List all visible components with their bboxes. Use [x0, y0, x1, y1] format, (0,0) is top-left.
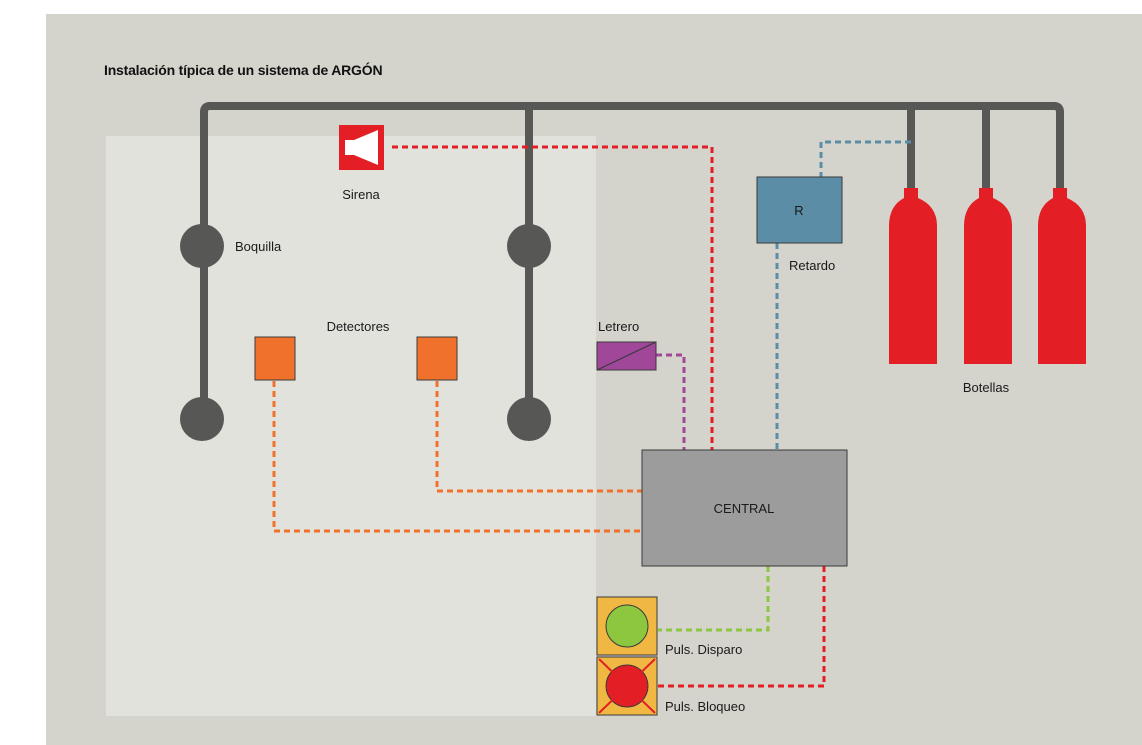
fire-button-label: Puls. Disparo	[665, 642, 742, 657]
nozzle-icon	[507, 397, 551, 441]
siren-wire	[392, 145, 714, 450]
central-panel	[641, 449, 848, 567]
detector-2	[416, 336, 458, 381]
nozzle-icon	[180, 224, 224, 268]
delay-box	[756, 176, 843, 244]
main-pipe	[200, 102, 1064, 424]
detector-1	[254, 336, 296, 381]
siren-label: Sirena	[342, 187, 380, 202]
detector-wire-2	[435, 381, 642, 493]
block-button	[596, 656, 658, 716]
fire-button	[596, 596, 658, 656]
detector-wire-1	[272, 381, 642, 533]
detectors-label: Detectores	[327, 319, 390, 334]
sign-wire	[656, 353, 686, 450]
delay-wire-top	[819, 140, 911, 178]
bottles	[889, 188, 1086, 364]
bottle-icon	[889, 188, 937, 364]
bottle-icon	[964, 188, 1012, 364]
block-button-wire	[658, 566, 826, 688]
central-label: CENTRAL	[714, 501, 775, 516]
siren-icon	[345, 130, 378, 165]
diagram-title: Instalación típica de un sistema de ARGÓ…	[104, 62, 383, 78]
delay-label: Retardo	[789, 258, 835, 273]
sign-label: Letrero	[598, 319, 639, 334]
siren	[339, 125, 384, 170]
block-button-label: Puls. Bloqueo	[665, 699, 745, 714]
delay-box-label: R	[794, 203, 803, 218]
wiring	[272, 140, 911, 688]
nozzle-label: Boquilla	[235, 239, 282, 254]
fire-button-wire	[658, 566, 770, 632]
nozzle-icon	[507, 224, 551, 268]
nozzles	[180, 224, 551, 441]
bottles-label: Botellas	[963, 380, 1010, 395]
sign	[596, 341, 657, 371]
nozzle-icon	[180, 397, 224, 441]
bottle-icon	[1038, 188, 1086, 364]
